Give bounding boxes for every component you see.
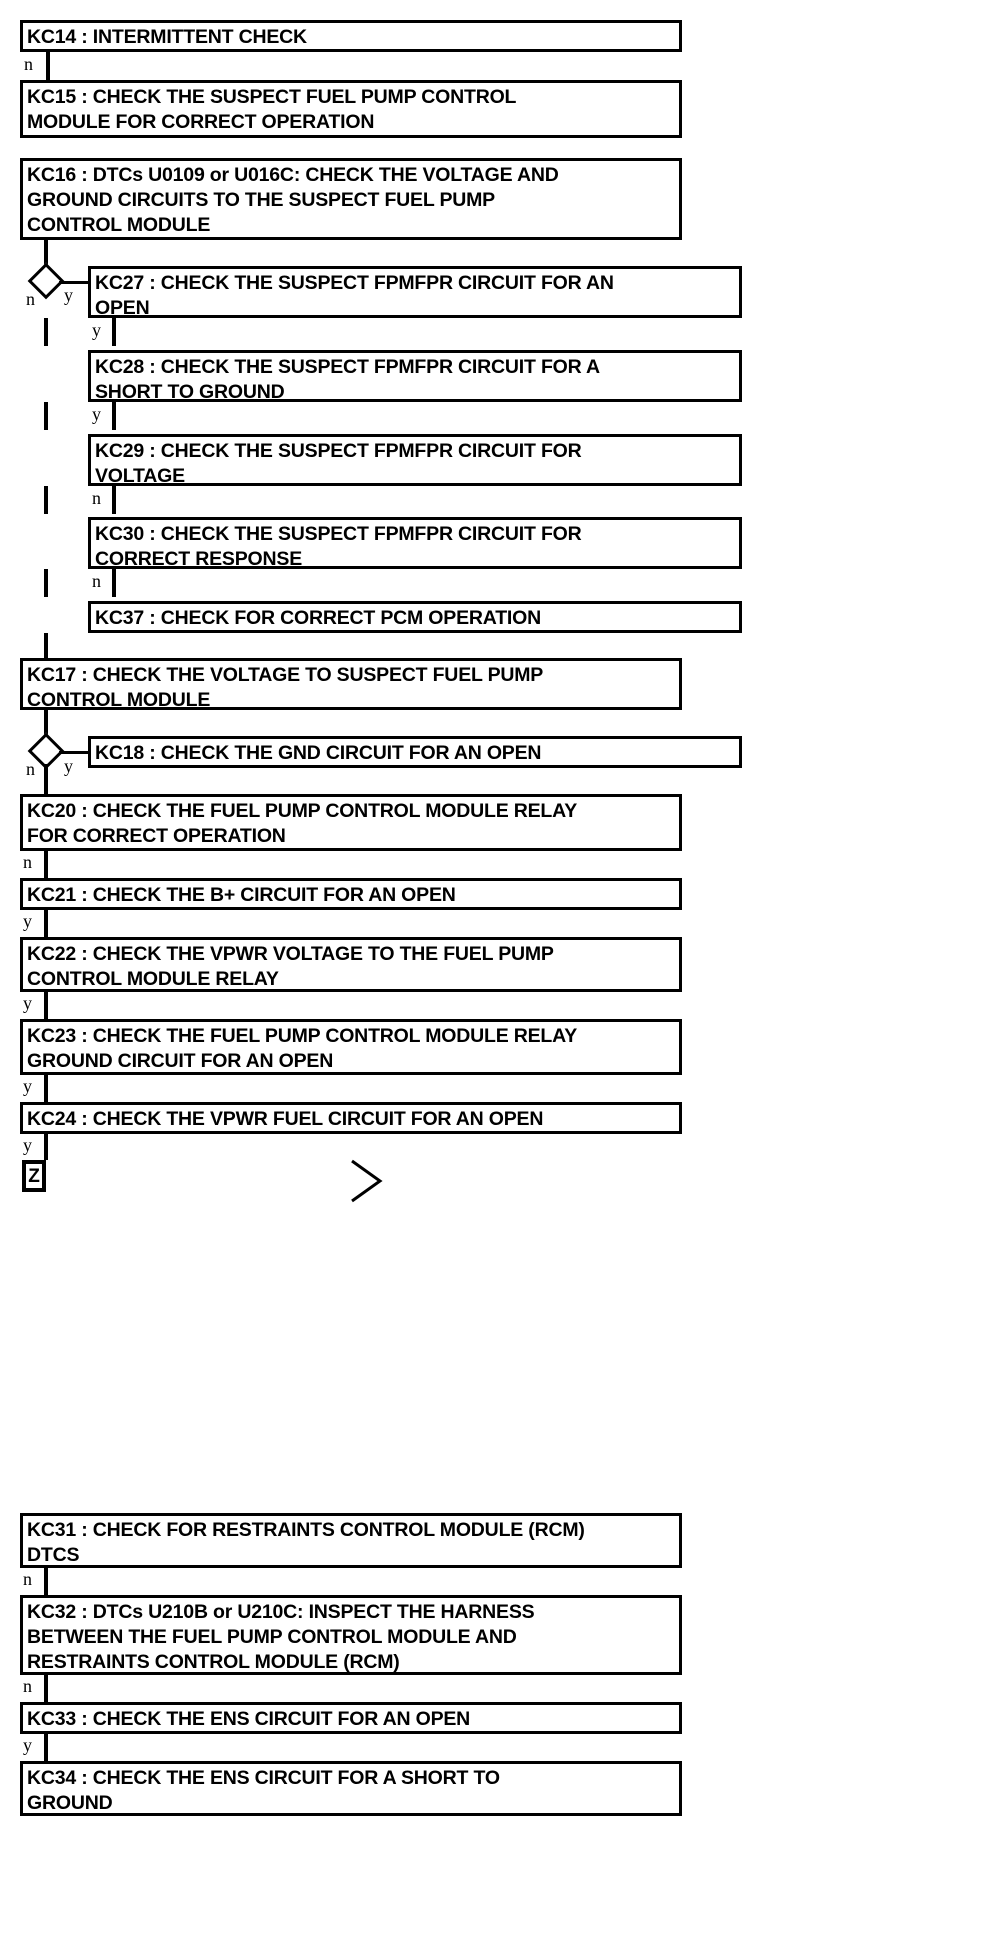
connector-kc24-z (44, 1134, 48, 1160)
process-box-kc20-label: KC20 : CHECK THE FUEL PUMP CONTROL MODUL… (27, 800, 578, 847)
connector-kc31-kc32 (44, 1568, 48, 1595)
process-box-kc20[interactable]: KC20 : CHECK THE FUEL PUMP CONTROL MODUL… (20, 794, 682, 851)
process-box-kc34-label: KC34 : CHECK THE ENS CIRCUIT FOR A SHORT… (27, 1767, 500, 1814)
process-box-kc14[interactable]: KC14 : INTERMITTENT CHECK (20, 20, 682, 52)
branch-label-decision1-no: n (26, 289, 35, 309)
process-box-kc28-label: KC28 : CHECK THE SUSPECT FPMFPR CIRCUIT … (95, 356, 600, 403)
spine-segment-3 (44, 486, 48, 514)
continuation-chevron-icon (351, 1159, 383, 1203)
branch-label-kc14-kc15: n (24, 54, 33, 74)
branch-label-decision2-no: n (26, 759, 35, 779)
connector-kc20-kc21 (44, 851, 48, 878)
process-box-kc32-label: KC32 : DTCs U210B or U210C: INSPECT THE … (27, 1601, 535, 1673)
process-box-kc23[interactable]: KC23 : CHECK THE FUEL PUMP CONTROL MODUL… (20, 1019, 682, 1075)
process-box-kc18-label: KC18 : CHECK THE GND CIRCUIT FOR AN OPEN (95, 742, 542, 764)
process-box-kc34[interactable]: KC34 : CHECK THE ENS CIRCUIT FOR A SHORT… (20, 1761, 682, 1816)
connector-decision2-kc18 (59, 751, 92, 754)
process-box-kc28[interactable]: KC28 : CHECK THE SUSPECT FPMFPR CIRCUIT … (88, 350, 742, 403)
process-box-kc17-label: KC17 : CHECK THE VOLTAGE TO SUSPECT FUEL… (27, 664, 544, 711)
offpage-connector-z-label: Z (28, 1165, 40, 1187)
branch-label-kc30-kc37: n (92, 571, 101, 591)
process-box-kc23-label: KC23 : CHECK THE FUEL PUMP CONTROL MODUL… (27, 1025, 578, 1072)
process-box-kc21-label: KC21 : CHECK THE B+ CIRCUIT FOR AN OPEN (27, 884, 456, 906)
process-box-kc18[interactable]: KC18 : CHECK THE GND CIRCUIT FOR AN OPEN (88, 736, 742, 768)
connector-kc22-kc23 (44, 992, 48, 1019)
process-box-kc30-label: KC30 : CHECK THE SUSPECT FPMFPR CIRCUIT … (95, 523, 582, 570)
process-box-kc21[interactable]: KC21 : CHECK THE B+ CIRCUIT FOR AN OPEN (20, 878, 682, 910)
offpage-connector-z[interactable]: Z (22, 1160, 46, 1192)
branch-label-kc32-kc33: n (23, 1676, 32, 1696)
branch-label-decision2-yes: y (64, 756, 73, 776)
spine-segment-6 (44, 764, 48, 794)
connector-kc17-decision2 (44, 710, 48, 741)
branch-label-kc28-kc29: y (92, 404, 101, 424)
branch-label-kc33-kc34: y (23, 1735, 32, 1755)
process-box-kc29-label: KC29 : CHECK THE SUSPECT FPMFPR CIRCUIT … (95, 440, 582, 487)
process-box-kc27[interactable]: KC27 : CHECK THE SUSPECT FPMFPR CIRCUIT … (88, 266, 742, 319)
process-box-kc24-label: KC24 : CHECK THE VPWR FUEL CIRCUIT FOR A… (27, 1108, 544, 1130)
spine-segment-1 (44, 318, 48, 346)
connector-kc29-kc30 (112, 486, 116, 514)
process-box-kc37-label: KC37 : CHECK FOR CORRECT PCM OPERATION (95, 607, 541, 629)
process-box-kc31[interactable]: KC31 : CHECK FOR RESTRAINTS CONTROL MODU… (20, 1513, 682, 1568)
spine-segment-2 (44, 402, 48, 430)
branch-label-kc31-kc32: n (23, 1569, 32, 1589)
process-box-kc17[interactable]: KC17 : CHECK THE VOLTAGE TO SUSPECT FUEL… (20, 658, 682, 711)
connector-kc23-kc24 (44, 1075, 48, 1102)
process-box-kc33[interactable]: KC33 : CHECK THE ENS CIRCUIT FOR AN OPEN (20, 1702, 682, 1734)
process-box-kc15-label: KC15 : CHECK THE SUSPECT FUEL PUMP CONTR… (27, 86, 517, 133)
process-box-kc14-label: KC14 : INTERMITTENT CHECK (27, 26, 307, 48)
spine-segment-5 (44, 633, 48, 658)
process-box-kc24[interactable]: KC24 : CHECK THE VPWR FUEL CIRCUIT FOR A… (20, 1102, 682, 1134)
process-box-kc31-label: KC31 : CHECK FOR RESTRAINTS CONTROL MODU… (27, 1519, 585, 1566)
branch-label-kc24-z: y (23, 1135, 32, 1155)
connector-kc33-kc34 (44, 1734, 48, 1761)
process-box-kc27-label: KC27 : CHECK THE SUSPECT FPMFPR CIRCUIT … (95, 272, 614, 319)
branch-label-kc22-kc23: y (23, 993, 32, 1013)
branch-label-kc27-kc28: y (92, 320, 101, 340)
branch-label-kc21-kc22: y (23, 911, 32, 931)
branch-label-kc29-kc30: n (92, 488, 101, 508)
process-box-kc32[interactable]: KC32 : DTCs U210B or U210C: INSPECT THE … (20, 1595, 682, 1675)
connector-kc28-kc29 (112, 402, 116, 430)
branch-label-decision1-yes: y (64, 285, 73, 305)
branch-label-kc20-kc21: n (23, 852, 32, 872)
process-box-kc16[interactable]: KC16 : DTCs U0109 or U016C: CHECK THE VO… (20, 158, 682, 240)
process-box-kc15[interactable]: KC15 : CHECK THE SUSPECT FUEL PUMP CONTR… (20, 80, 682, 138)
process-box-kc29[interactable]: KC29 : CHECK THE SUSPECT FPMFPR CIRCUIT … (88, 434, 742, 487)
process-box-kc30[interactable]: KC30 : CHECK THE SUSPECT FPMFPR CIRCUIT … (88, 517, 742, 570)
process-box-kc22[interactable]: KC22 : CHECK THE VPWR VOLTAGE TO THE FUE… (20, 937, 682, 992)
connector-kc27-kc28 (112, 318, 116, 346)
process-box-kc33-label: KC33 : CHECK THE ENS CIRCUIT FOR AN OPEN (27, 1708, 471, 1730)
connector-kc21-kc22 (44, 910, 48, 937)
connector-kc32-kc33 (44, 1675, 48, 1702)
connector-kc16-decision1 (44, 240, 48, 271)
connector-kc30-kc37 (112, 569, 116, 597)
process-box-kc22-label: KC22 : CHECK THE VPWR VOLTAGE TO THE FUE… (27, 943, 554, 990)
connector-kc14-kc15 (46, 52, 50, 80)
spine-segment-4 (44, 569, 48, 597)
process-box-kc37[interactable]: KC37 : CHECK FOR CORRECT PCM OPERATION (88, 601, 742, 633)
connector-decision1-kc27 (59, 281, 92, 284)
process-box-kc16-label: KC16 : DTCs U0109 or U016C: CHECK THE VO… (27, 164, 559, 236)
branch-label-kc23-kc24: y (23, 1076, 32, 1096)
